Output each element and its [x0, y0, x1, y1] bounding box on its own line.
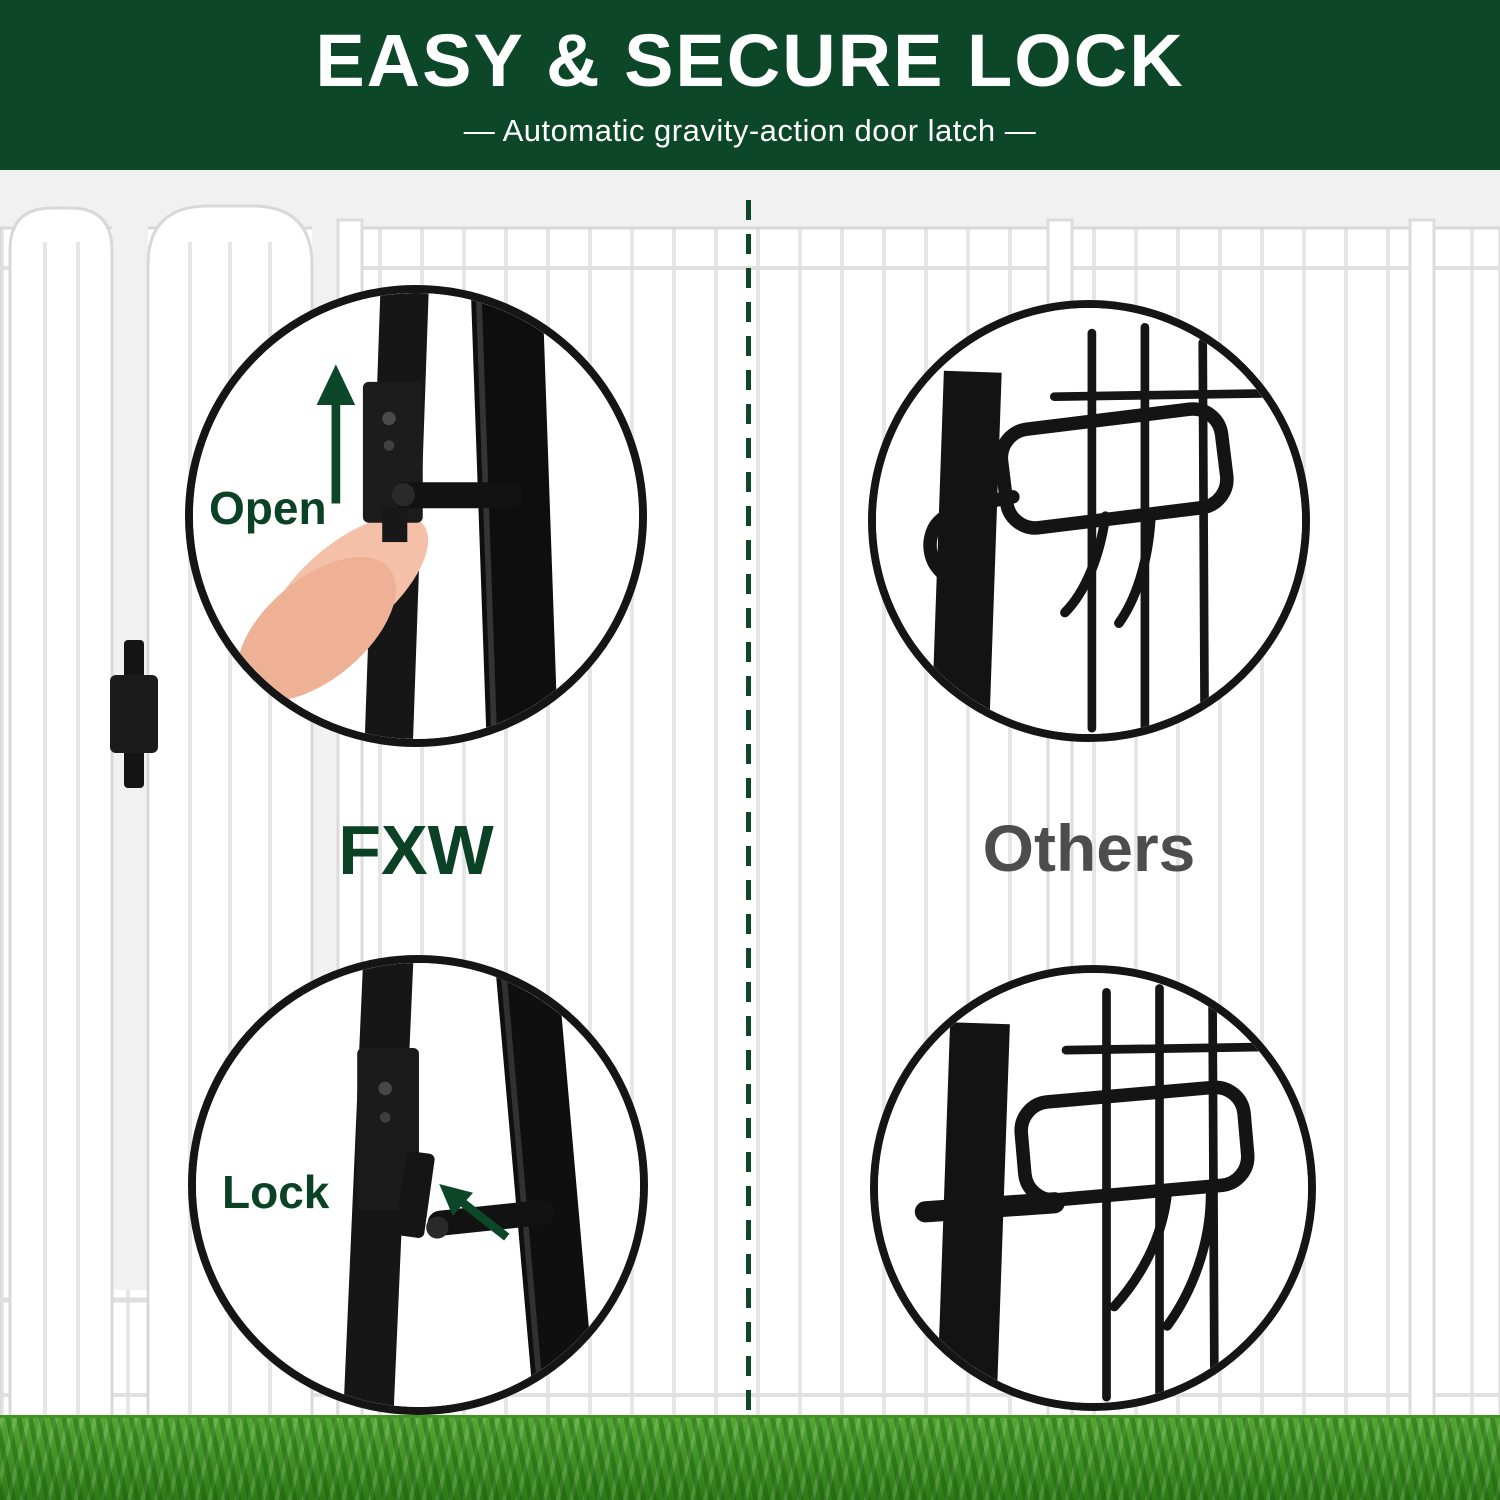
grass-strip — [0, 1415, 1500, 1500]
others-latch-top-callout — [868, 300, 1310, 742]
others-latch-bottom-photo — [878, 973, 1308, 1403]
comparison-scene: Open FXW — [0, 170, 1500, 1500]
others-latch-bottom-callout — [870, 965, 1316, 1411]
fxw-lock-callout: Lock — [188, 955, 648, 1415]
divider-line — [746, 200, 751, 1420]
lock-label: Lock — [222, 1166, 330, 1218]
latch-pin — [391, 482, 524, 509]
finger — [237, 515, 429, 701]
arrow-upleft-icon — [439, 1184, 510, 1241]
latch-pin — [914, 1192, 1065, 1223]
header-banner: EASY & SECURE LOCK — Automatic gravity-a… — [0, 0, 1500, 170]
fxw-open-latch-photo — [193, 293, 639, 739]
fence-hinge-latch — [110, 640, 158, 788]
latch-pin — [426, 1200, 555, 1239]
fxw-lock-latch-photo — [196, 963, 640, 1407]
wire-latch — [923, 402, 1234, 628]
latch-bracket — [362, 381, 423, 543]
open-label: Open — [209, 482, 327, 534]
page-subtitle: — Automatic gravity-action door latch — — [463, 113, 1037, 148]
others-brand-label: Others — [982, 811, 1196, 885]
page-title: EASY & SECURE LOCK — [315, 19, 1185, 102]
fxw-open-callout: Open — [185, 285, 647, 747]
arrow-up-icon — [316, 364, 356, 504]
latch-bracket — [357, 1047, 435, 1238]
fxw-brand-label: FXW — [338, 811, 494, 889]
others-latch-top-photo — [876, 308, 1302, 734]
wire-latch — [1014, 1080, 1255, 1331]
